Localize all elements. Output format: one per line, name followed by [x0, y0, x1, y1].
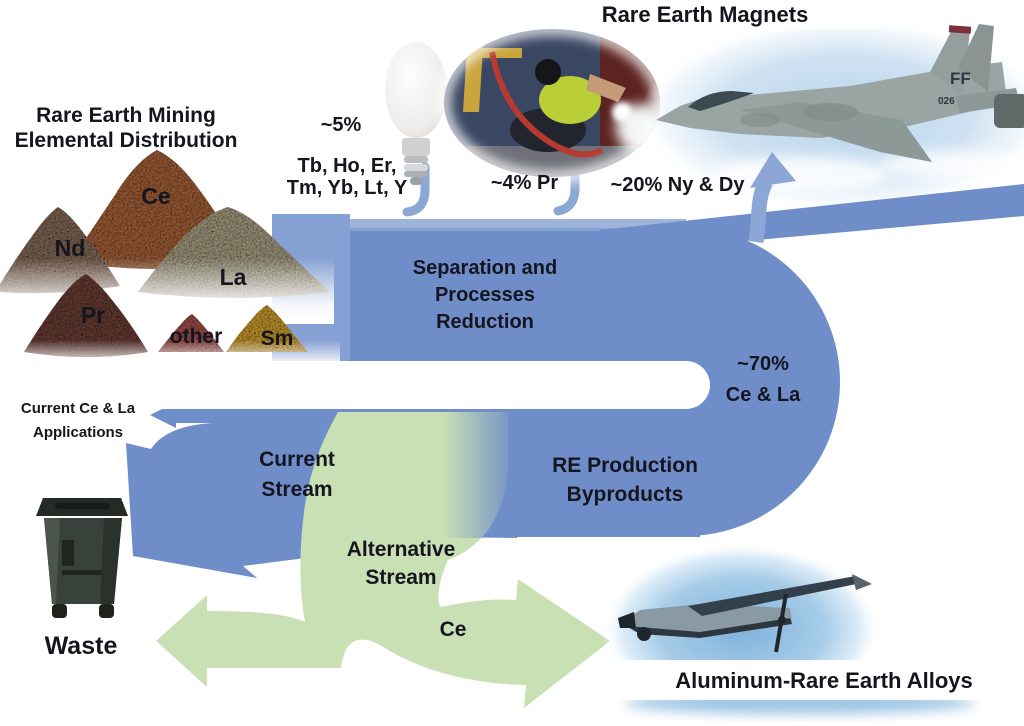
magnets-title: Rare Earth Magnets [601, 2, 809, 27]
welder-photo [439, 24, 665, 182]
alternative-stream-arrow [156, 412, 610, 708]
drone-silhouette [618, 574, 872, 653]
pile-label-la: La [219, 264, 247, 290]
current-applications-label: Current Ce & La Applications [20, 400, 136, 441]
lightbulb-image [385, 42, 447, 185]
arrow-to-jet [748, 152, 796, 244]
re-production-label: RE Production Byproducts [552, 454, 698, 506]
pile-label-sm: Sm [260, 327, 294, 350]
alloys-title: Aluminum-Rare Earth Alloys [675, 668, 973, 693]
pile-label-ce: Ce [141, 183, 171, 209]
bulb-percent-label: ~5% [320, 114, 362, 136]
arrow-to-bulb [402, 162, 430, 217]
ce-flow-label: Ce [439, 618, 467, 641]
trash-bin-image [36, 498, 128, 618]
jet-tail-code: FF [950, 69, 971, 88]
magnets-title-strip [540, 0, 876, 29]
pile-base-fade-front [0, 340, 340, 374]
jet-percent-label: ~20% Ny & Dy [610, 174, 745, 196]
current-stream-label: Current Stream [259, 448, 335, 501]
separation-label: Separation and Processes Reduction [412, 257, 558, 333]
bulb-elements-label: Tb, Ho, Er, Tm, Yb, Lt, Y [286, 155, 408, 199]
alternative-stream-label: Alternative Stream [346, 538, 456, 589]
pile-label-nd: Nd [54, 235, 86, 261]
welder-percent-label: ~4% Pr [490, 172, 559, 194]
jet-tail-number: 026 [938, 96, 955, 107]
mining-title: Rare Earth Mining Elemental Distribution [14, 104, 238, 152]
arrow-to-welder [553, 157, 580, 216]
alloys-label-strip [622, 660, 1024, 700]
pile-label-pr: Pr [80, 302, 106, 328]
pile-label-other: other [169, 325, 223, 348]
jet-silhouette: FF 026 [656, 24, 1024, 162]
waste-label: Waste [44, 632, 118, 660]
fighter-jet-photo: FF 026 [600, 19, 1024, 254]
magnets-flow-band [600, 184, 1024, 254]
drone-photo [601, 543, 1024, 715]
band-top-sliver [350, 219, 686, 231]
ore-pile-pr [24, 274, 148, 357]
byproduct-percent-label: ~70% Ce & La [725, 353, 801, 406]
